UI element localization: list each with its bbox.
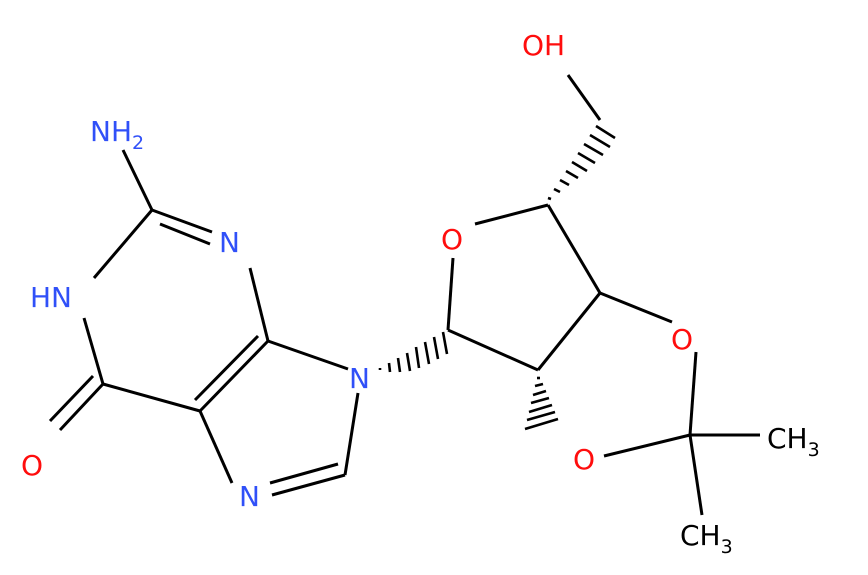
bond-n7-c8-double [269,462,339,485]
bond-c2-n1 [92,209,154,279]
n3-label: N [219,226,240,259]
bond-n3-c4 [248,267,270,342]
oh-label: OH [522,29,565,62]
hash-wedge-c4p-c5p [547,124,616,201]
bond-c8-n9 [343,392,360,476]
carbonyl-o-label: O [21,449,43,482]
bond-c2-n3 [151,208,213,234]
bond-o4p-c4p [474,203,549,226]
bond-c6-o-double [48,374,95,423]
bond-o3p-cme2 [688,351,698,436]
n9-label: N [349,362,370,395]
bond-nh2-c2 [121,149,154,211]
bond-c5p-oh [566,74,602,121]
bond-cme2-o2p [603,433,691,458]
bond-c3p-c2p [536,292,602,371]
ch3-top-label: CH3 [767,422,820,461]
bond-n7-c8 [271,473,346,497]
bond-c1p-o4p [446,257,455,331]
bond-c4-c5 [198,339,270,413]
dioxolane-o-bottom-label: O [573,443,595,476]
dioxolane-o-right-label: O [671,323,693,356]
hash-wedge-c2p-o2p [524,376,559,431]
bond-c4-n9 [267,339,349,371]
hash-wedge-n9-c1p [378,331,449,373]
bond-c3p-o3p [599,291,673,324]
furanose-o-label: O [441,223,463,256]
bond-c6-o [58,382,105,432]
ch3-bottom-label: CH3 [680,519,733,558]
bond-c2-n3-double [159,222,211,246]
bond-cme2-ch3-bottom [688,434,704,516]
bond-c5-n7 [198,410,234,484]
bond-c6-c5 [102,382,201,413]
bond-n1-c6 [82,317,105,385]
bond-group [48,74,760,516]
bond-c2p-c1p [447,328,539,372]
n7-label: N [239,480,260,513]
nh2-label: NH2 [90,115,144,154]
n1-label: HN [30,281,72,314]
bond-c4p-c3p [546,204,602,294]
bond-c4-c5-double [193,334,260,402]
